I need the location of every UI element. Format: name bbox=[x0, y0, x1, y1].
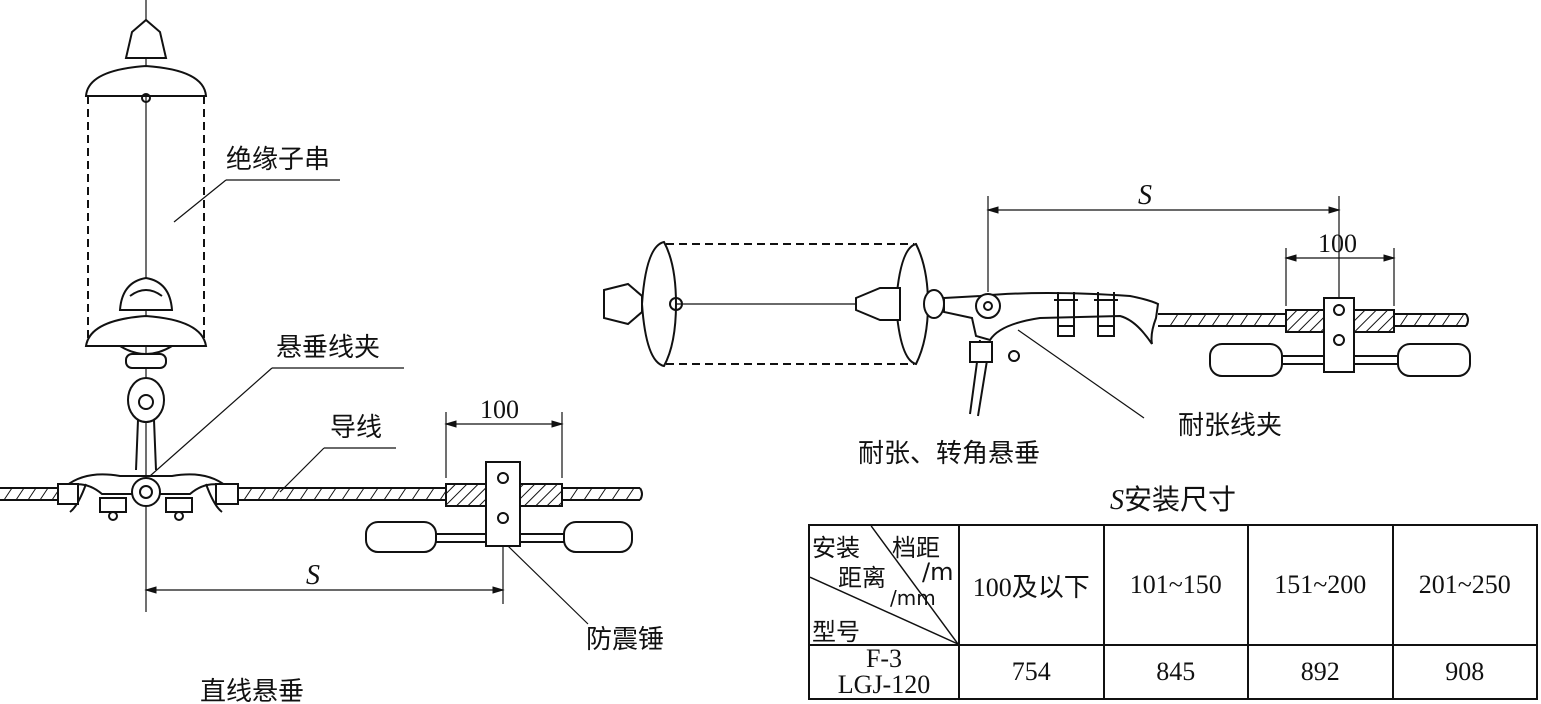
dim-spacing-right: 100 bbox=[1318, 229, 1357, 258]
damper-weight-left bbox=[365, 521, 437, 553]
corner-diagonals bbox=[810, 526, 958, 644]
value-cell-3: 892 bbox=[1247, 644, 1394, 700]
straight-suspension-drawing bbox=[0, 0, 643, 625]
insulator-bottom-disc bbox=[84, 314, 208, 347]
label-insulator-string: 绝缘子串 bbox=[226, 145, 330, 175]
table-title: S安装尺寸 bbox=[1110, 478, 1236, 518]
caption-straight-suspension: 直线悬垂 bbox=[200, 677, 304, 704]
label-tension-clamp: 耐张线夹 bbox=[1178, 411, 1282, 441]
col-header-3: 151~200 bbox=[1247, 524, 1394, 646]
table-corner-cell: 安装 档距 /m 距离 /mm 型号 bbox=[808, 524, 960, 646]
dim-spacing-left: 100 bbox=[480, 395, 519, 424]
corner-distance-unit: /mm bbox=[890, 586, 936, 610]
tension-suspension-drawing bbox=[603, 196, 1471, 419]
col-header-4: 201~250 bbox=[1391, 524, 1538, 646]
installation-size-table: 安装 档距 /m 距离 /mm 型号 100及以下 101~150 151~20… bbox=[808, 524, 1538, 700]
damper-weight-right bbox=[563, 521, 633, 553]
corner-distance: 距离 bbox=[838, 564, 886, 592]
corner-model: 型号 bbox=[812, 618, 860, 646]
dim-s-left: S bbox=[306, 560, 320, 591]
table-title-symbol: S bbox=[1110, 485, 1124, 516]
model-line-1: F-3 bbox=[865, 644, 903, 673]
insulator-top-cap bbox=[124, 18, 168, 59]
corner-span-unit: /m bbox=[922, 558, 954, 586]
label-damper: 防震锤 bbox=[586, 625, 664, 655]
value-cell-1: 754 bbox=[958, 644, 1105, 700]
col-header-1: 100及以下 bbox=[958, 524, 1105, 646]
value-cell-2: 845 bbox=[1102, 644, 1249, 700]
tension-insulator-left-disc bbox=[640, 240, 678, 368]
model-line-2: LGJ-120 bbox=[837, 670, 931, 699]
tension-clamp-shape bbox=[943, 292, 1160, 345]
caption-tension-angle: 耐张、转角悬垂 bbox=[858, 439, 1040, 469]
label-conductor: 导线 bbox=[330, 413, 382, 443]
col-header-2: 101~150 bbox=[1102, 524, 1249, 646]
corner-install: 安装 bbox=[812, 534, 860, 562]
corner-span: 档距 bbox=[892, 534, 940, 562]
label-suspension-clamp: 悬垂线夹 bbox=[276, 333, 380, 363]
table-header-row: 安装 档距 /m 距离 /mm 型号 100及以下 101~150 151~20… bbox=[808, 524, 1538, 646]
table-row: F-3 LGJ-120 754 845 892 908 bbox=[808, 644, 1538, 700]
table-title-text: 安装尺寸 bbox=[1124, 483, 1237, 516]
model-cell: F-3 LGJ-120 bbox=[808, 644, 960, 700]
dim-s-right: S bbox=[1138, 180, 1152, 211]
value-cell-4: 908 bbox=[1391, 644, 1538, 700]
insulator-top-disc bbox=[84, 64, 208, 97]
